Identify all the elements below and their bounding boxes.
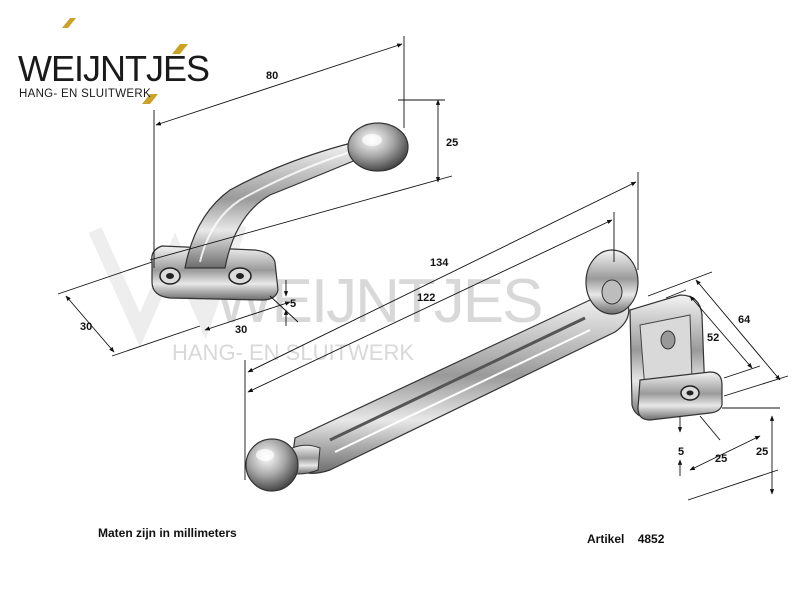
logo-accent-strokes [62,18,188,104]
dim-label-64: 64 [738,314,751,326]
dim-label-5-left: 5 [290,298,296,310]
logo-name: WEIJNTJES [18,48,210,89]
dim-label-25-bottom: 25 [715,453,727,465]
dim-label-25-right: 25 [756,446,768,458]
brand-logo: WEIJNTJES HANG- EN SLUITWERK [10,18,210,108]
dim-label-25-top: 25 [446,137,458,149]
dim-label-5-right: 5 [678,446,684,458]
dim-label-122: 122 [417,292,435,304]
guard-ball [245,438,299,492]
dim-label-30-bottom: 30 [235,324,247,336]
watermark-tagline: HANG- EN SLUITWERK [172,340,414,365]
article-code: 4852 [637,532,665,546]
dim-label-134: 134 [430,257,449,269]
dimension-lines [57,36,789,501]
hook-arm [184,141,382,269]
hook-knob [347,122,409,172]
dim-label-80: 80 [266,70,278,82]
logo-tagline: HANG- EN SLUITWERK [19,88,151,100]
dim-label-52: 52 [707,332,719,344]
dimension-labels: 80 25 5 30 30 134 122 64 52 5 25 25 [80,70,768,465]
dim-label-30-left: 30 [80,321,92,333]
guard-mount-plate [637,371,723,421]
article-label: Artikel [587,532,625,546]
units-note: Maten zijn in millimeters [98,526,237,540]
article-number: Artikel 4852 [587,532,664,546]
